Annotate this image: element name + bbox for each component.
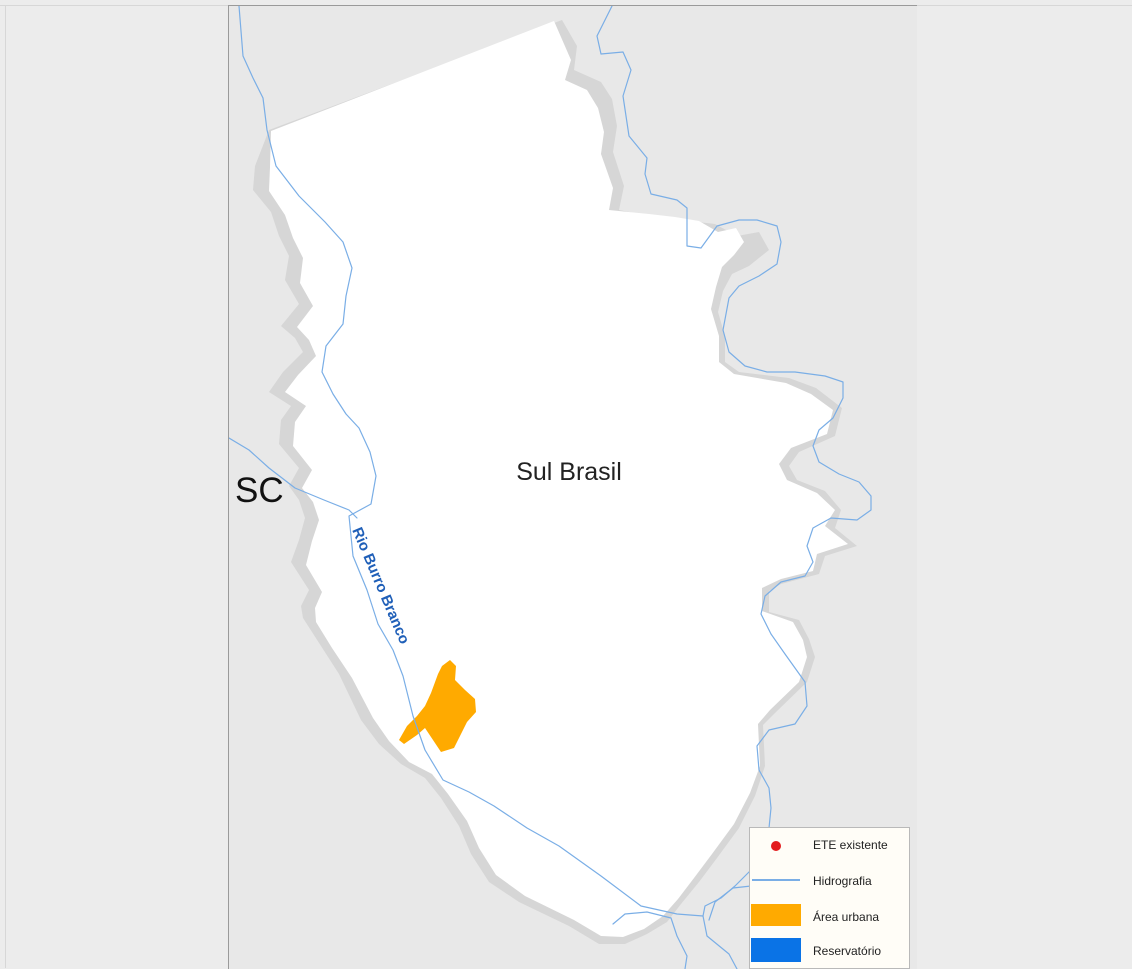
river-east-boundary bbox=[596, 6, 872, 917]
hydrography-line-icon bbox=[750, 868, 802, 892]
legend-item-ete: ETE existente bbox=[750, 832, 911, 862]
municipality-label: Sul Brasil bbox=[516, 458, 622, 486]
hydrography-lines bbox=[229, 6, 872, 969]
municipality-polygon bbox=[269, 21, 848, 937]
legend-label-reservoir: Reservatório bbox=[813, 944, 882, 958]
tributary-west bbox=[229, 437, 358, 519]
small-stream-south bbox=[612, 911, 688, 969]
legend-item-reservoir: Reservatório bbox=[750, 938, 911, 968]
map-legend: ETE existente Hidrografia Área urbana bbox=[749, 827, 910, 969]
urban-area-polygon bbox=[399, 660, 476, 752]
river-burro-branco-line bbox=[238, 6, 738, 969]
state-label: SC bbox=[235, 471, 284, 510]
map-canvas: Sul Brasil SC Rio Burro Branco bbox=[229, 6, 917, 969]
map-frame: Sul Brasil SC Rio Burro Branco ETE exist… bbox=[228, 5, 917, 969]
legend-item-hydrography: Hidrografia bbox=[750, 868, 911, 898]
small-stream-southeast bbox=[708, 885, 752, 921]
urban-area-swatch-icon bbox=[750, 904, 802, 928]
legend-label-urban-area: Área urbana bbox=[813, 910, 880, 924]
legend-label-ete: ETE existente bbox=[813, 838, 888, 852]
reservoir-swatch-icon bbox=[750, 938, 802, 962]
left-rule bbox=[5, 5, 6, 968]
ete-symbol-icon bbox=[750, 832, 802, 856]
legend-label-hydrography: Hidrografia bbox=[813, 874, 872, 888]
legend-item-urban-area: Área urbana bbox=[750, 904, 911, 934]
